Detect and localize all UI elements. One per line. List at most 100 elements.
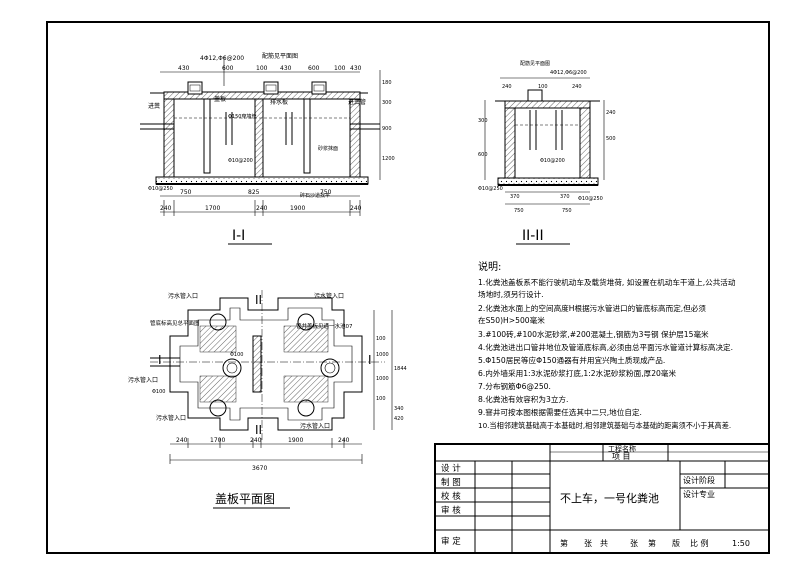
footer-cell: 比 例: [690, 538, 709, 548]
note-item: 4.化粪池进出口管井地位及管道底标高,必须由总平面污水管道计算标高决定.: [478, 342, 733, 352]
rebar-label: 4Φ12,Φ6@200: [550, 70, 587, 76]
note-item: 场地时,须另行设计.: [478, 289, 544, 299]
dim-text: 600: [478, 152, 488, 158]
dim-text: 600: [222, 65, 234, 72]
footer-cell: 版: [672, 538, 680, 548]
label-overflow: 管底标高见总平面图: [150, 319, 200, 327]
label-outlet-tl: 污水管入口: [168, 292, 198, 300]
dim-text: 240: [250, 437, 262, 444]
note-item: 在S50)H>500毫米: [478, 315, 545, 325]
footer-cell: 张: [630, 539, 638, 548]
item-label: 项 目: [612, 452, 631, 461]
note-item: 9.窨井可按本图根据需要任选其中二只,地位自定.: [478, 407, 642, 417]
label-rebar-floor: Φ10@250: [148, 186, 173, 192]
rebar-note: 配筋见平面图: [520, 60, 550, 67]
note-item: 6.内外墙采用1:3水泥砂浆打底,1:2水泥砂浆粉面,厚20毫米: [478, 368, 676, 378]
sheet-border: [46, 21, 770, 554]
dim-text: 240: [256, 205, 268, 212]
note-item: 1.化粪池盖板系不能行驶机动车及载货堆荷, 如设置在机动车干道上,公共活动: [478, 277, 736, 287]
notes-items: 1.化粪池盖板系不能行驶机动车及载货堆荷, 如设置在机动车干道上,公共活动 场地…: [478, 277, 736, 430]
dim-text: 1000: [376, 376, 389, 382]
label-ground: 碎石沙道找平: [300, 192, 330, 199]
footer-cell: 共: [600, 539, 608, 548]
dim-text: 900: [382, 126, 392, 132]
dim-text: 430: [350, 65, 362, 72]
label-riser: 排水板: [270, 98, 288, 106]
rebar-label: 4Φ12,Φ6@200: [200, 55, 244, 62]
dim-text: 240: [606, 110, 616, 116]
section1-top-dims: 430 600 100 430 600 100 430: [178, 65, 362, 72]
row-label: 审 核: [441, 505, 461, 516]
cut-mark-ii-top: II: [255, 293, 262, 307]
label-inlet-br: 污水管入口: [300, 422, 330, 430]
dim-text: 240: [350, 205, 362, 212]
dim-text: 1700: [210, 437, 225, 444]
label-inlet-bl: 污水管入口: [156, 414, 186, 422]
notes-heading: 说明:: [478, 260, 501, 273]
dim-text: 825: [248, 189, 260, 196]
plan-right-dims: 100 1000 1000 1844 100 340 420: [376, 336, 407, 422]
dim-text: 420: [394, 416, 404, 422]
dim-text: 240: [160, 205, 172, 212]
label-cover: 盖板: [214, 95, 226, 103]
project-name-label: 工程名称: [608, 444, 636, 453]
dim-text: 430: [178, 65, 190, 72]
section-1-1: 430 600 100 430 600 100 430 4Φ12,Φ6@200 …: [140, 52, 395, 245]
dim-text: 1200: [382, 156, 395, 162]
dim-text: 300: [382, 100, 392, 106]
row-label: 制 图: [441, 477, 461, 488]
label-vent: 管井盖板见通一水池07: [296, 322, 353, 330]
note-item: 2.化粪池水面上的空间高度H根据污水管进口的管底标高而定,但必须: [478, 303, 706, 313]
dim-text: 1844: [394, 366, 407, 372]
dim-text: 340: [394, 406, 404, 412]
section1-bottom-dims-2: 240 1700 240 1900 240: [160, 205, 362, 212]
dim-text: 750: [320, 189, 332, 196]
label-pipe-left: Φ100: [152, 389, 165, 395]
note-item: 3.#100砖,#100水泥砂浆,#200混凝土,钢筋为3号钢 保护层15毫米: [478, 329, 709, 339]
cut-mark-i-left: I: [158, 353, 162, 367]
dim-text: 750: [180, 189, 192, 196]
label-rebar-slab: Φ10@200: [228, 158, 253, 164]
label-rebar: Φ100: [230, 352, 243, 358]
title-block: 项 目 工程名称 设 计 制 图 校 核 审 核 审 定 设计阶段 设计专业 不…: [434, 443, 770, 554]
dim-text: 430: [280, 65, 292, 72]
stage-label: 设计阶段: [683, 475, 715, 485]
dim-text: 100: [376, 336, 386, 342]
label-inlet-left: 污水管入口: [128, 376, 158, 384]
dim-text: 100: [538, 84, 548, 90]
cover-plan: II II I I 污水管入口 污水管入口 管底标高见总平面图 管井盖板见通一水…: [128, 290, 407, 509]
note-item: 10.当相邻建筑基础高于本基础时,相邻建筑基础与本基础的距离须不小于其高差.: [478, 421, 731, 430]
drawing-title: 不上车，一号化粪池: [560, 491, 659, 505]
plan-bottom-dims: 240 1700 240 1900 240: [176, 437, 350, 444]
dim-text: 750: [562, 208, 572, 214]
section1-bottom-dims-1: 750 825 750: [180, 189, 332, 196]
section-2-2: 配筋见平面图 4Φ12,Φ6@200 240 100 240 300 600 2…: [478, 60, 616, 245]
footer-cell: 张: [584, 539, 592, 548]
dim-text: 300: [478, 118, 488, 124]
cut-mark-i-right: I: [368, 353, 372, 367]
note-item: 5.Φ150居民等应Φ150通器有并用宜兴陶土质现成产品.: [478, 355, 665, 365]
footer-cell: 第: [648, 538, 656, 548]
note-item: 7.分布钢筋Φ6@250.: [478, 381, 551, 391]
label-fill: 进粪: [148, 102, 160, 110]
dim-text: 370: [560, 194, 570, 200]
section2-title: II-II: [522, 228, 544, 244]
footer-row: 第 张 共 张 第 版 比 例: [560, 538, 709, 548]
dim-text: 240: [502, 84, 512, 90]
row-label: 校 核: [441, 491, 461, 502]
rebar-right: Φ10@250: [578, 196, 603, 202]
dim-text: 100: [256, 65, 268, 72]
notes: 说明: 1.化粪池盖板系不能行驶机动车及载货堆荷, 如设置在机动车干道上,公共活…: [478, 260, 736, 430]
label-mortar: 砂浆抹面: [318, 145, 338, 152]
dim-text: 100: [334, 65, 346, 72]
dim-text: 370: [510, 194, 520, 200]
row-label: 审 定: [441, 536, 461, 547]
section1-right-dims: 180 300 900 1200: [382, 80, 395, 162]
section2-top-dims: 240 100 240: [502, 84, 582, 90]
dim-text: 240: [338, 437, 350, 444]
signature-rows: 设 计 制 图 校 核 审 核 审 定: [441, 463, 461, 547]
scale-value: 1:50: [732, 539, 750, 548]
discipline-label: 设计专业: [683, 489, 715, 499]
